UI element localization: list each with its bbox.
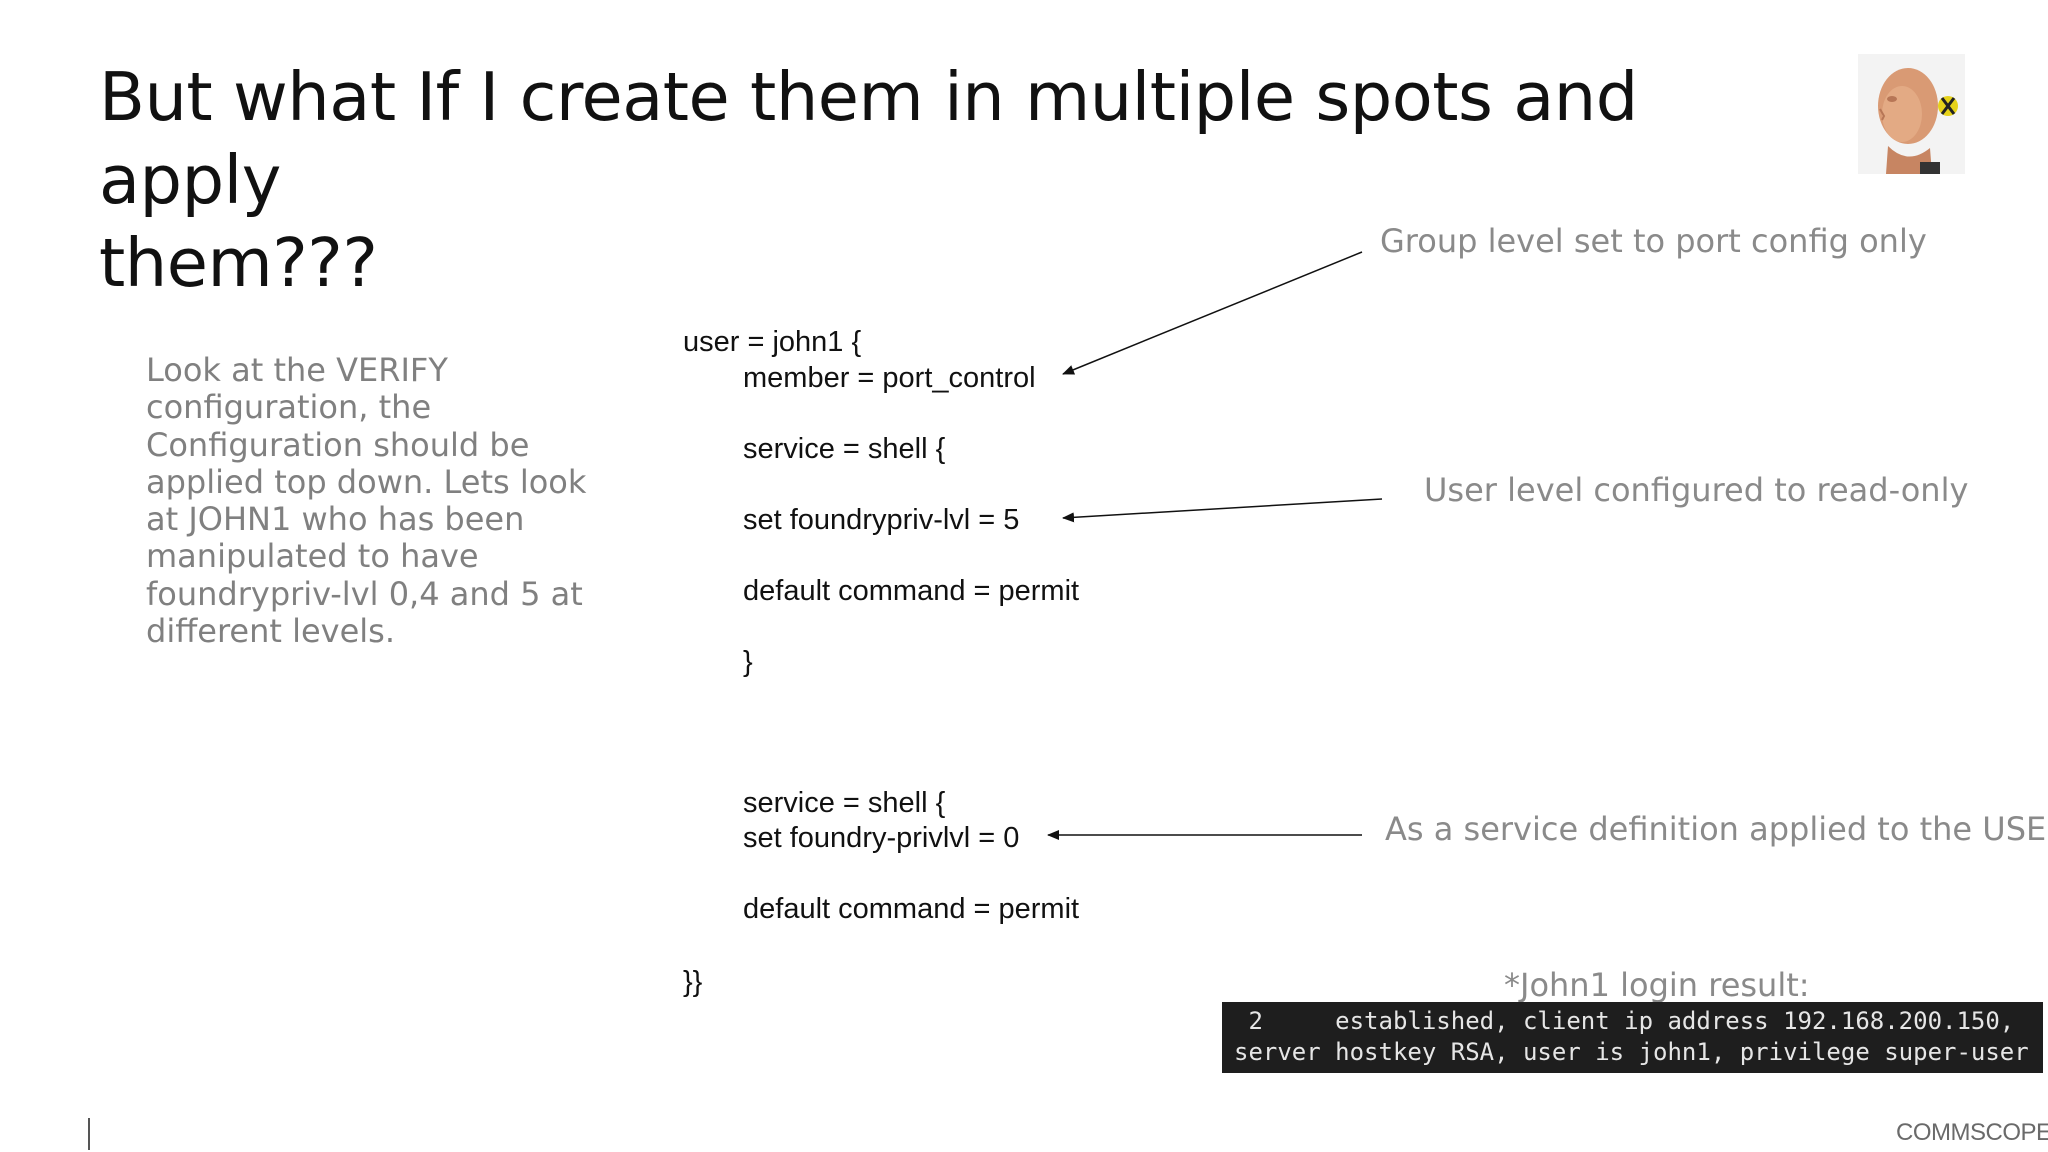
side-line: foundrypriv-lvl 0,4 and 5 at xyxy=(146,574,583,613)
code-service-line: service = shell { xyxy=(743,433,946,465)
logo-text: COMMSCOPE xyxy=(1896,1119,2048,1146)
service-definition-note: As a service definition applied to the U… xyxy=(1385,810,2048,848)
side-line: Configuration should be xyxy=(146,425,530,464)
code-member-line: member = port_control xyxy=(743,362,1036,394)
code-default-line: default command = permit xyxy=(743,893,1080,925)
code-set-line: set foundry-privlvl = 0 xyxy=(743,822,1020,854)
code-default-line: default command = permit xyxy=(743,575,1080,607)
code-user-line: user = john1 { xyxy=(683,326,862,358)
user-level-note: User level configured to read-only xyxy=(1424,471,1969,509)
terminal-output: 2 established, client ip address 192.168… xyxy=(1222,1002,2043,1073)
footer-divider xyxy=(88,1118,90,1150)
title-line-2: them??? xyxy=(99,224,378,302)
code-service-line: service = shell { xyxy=(743,787,946,819)
group-level-note: Group level set to port config only xyxy=(1380,222,1927,260)
side-line: different levels. xyxy=(146,612,396,651)
terminal-line-1: 2 established, client ip address 192.168… xyxy=(1234,1007,2015,1035)
login-result-label: *John1 login result: xyxy=(1504,966,1810,1004)
side-line: applied top down. Lets look xyxy=(146,462,587,501)
side-line: configuration, the xyxy=(146,388,432,427)
commscope-logo: COMMSCOPE® xyxy=(1896,1119,2048,1147)
side-line: at JOHN1 who has been xyxy=(146,500,525,539)
slide-title: But what If I create them in multiple sp… xyxy=(99,56,1799,305)
code-set-line: set foundrypriv-lvl = 5 xyxy=(743,504,1020,536)
side-description: Look at the VERIFY configuration, the Co… xyxy=(146,351,606,651)
terminal-line-2: server hostkey RSA, user is john1, privi… xyxy=(1234,1038,2029,1066)
user-level-arrow xyxy=(1062,498,1383,523)
code-close-brace: } xyxy=(743,646,753,678)
code-close-brace: }} xyxy=(683,966,703,998)
title-line-1: But what If I create them in multiple sp… xyxy=(99,58,1638,219)
side-line: manipulated to have xyxy=(146,537,479,576)
side-line: Look at the VERIFY xyxy=(146,351,448,389)
crash-test-dummy-image xyxy=(1858,54,1965,174)
